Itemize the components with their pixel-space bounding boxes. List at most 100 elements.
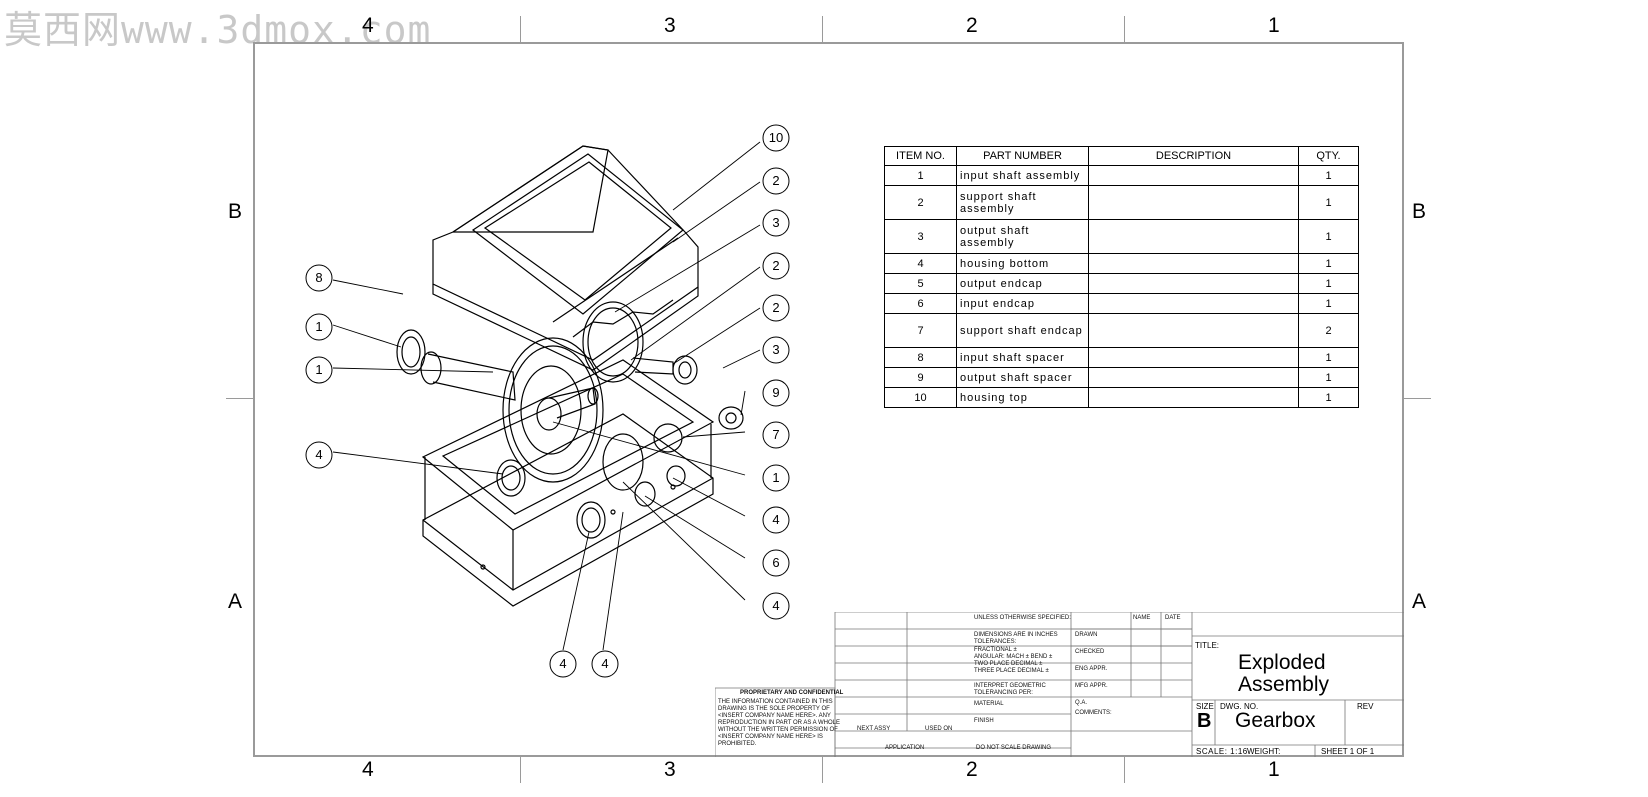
zone-right-a: A bbox=[1412, 590, 1427, 613]
balloon-label: 6 bbox=[772, 555, 779, 570]
balloon bbox=[762, 124, 790, 152]
balloon-label: 10 bbox=[769, 130, 783, 145]
bom-row: 4 housing bottom 1 bbox=[884, 253, 1359, 274]
bom-row: 6 input endcap 1 bbox=[884, 293, 1359, 314]
bom-description bbox=[1088, 165, 1299, 186]
bom-header-row: ITEM NO. PART NUMBER DESCRIPTION QTY. bbox=[884, 146, 1359, 166]
balloon-callouts: 10 2 3 2 2 3 9 7 1 4 6 4 8 1 1 4 4 4 bbox=[305, 124, 790, 678]
tb-three-place: THREE PLACE DECIMAL ± bbox=[974, 668, 1049, 674]
tb-proprietary-line: THE INFORMATION CONTAINED IN THIS bbox=[718, 699, 833, 705]
bom-part-number: input endcap bbox=[956, 293, 1089, 314]
balloon-label: 4 bbox=[772, 512, 779, 527]
bom-item-no: 3 bbox=[884, 219, 957, 254]
bom-description bbox=[1088, 219, 1299, 254]
bom-qty: 1 bbox=[1298, 367, 1359, 388]
tb-used-on: USED ON bbox=[925, 726, 953, 732]
tb-size-value: B bbox=[1197, 710, 1212, 732]
zone-tick bbox=[822, 757, 823, 783]
bom-qty: 1 bbox=[1298, 273, 1359, 294]
tb-proprietary-line: WITHOUT THE WRITTEN PERMISSION OF bbox=[718, 727, 838, 733]
balloon-label: 3 bbox=[772, 215, 779, 230]
drawing-title-line2: Assembly bbox=[1238, 673, 1330, 696]
bom-row: 1 input shaft assembly 1 bbox=[884, 165, 1359, 186]
tb-comments: COMMENTS: bbox=[1075, 710, 1112, 716]
bom-description bbox=[1088, 367, 1299, 388]
title-block-grid bbox=[715, 612, 1404, 757]
tb-next-assy: NEXT ASSY bbox=[857, 726, 891, 732]
bom-description bbox=[1088, 185, 1299, 220]
balloon bbox=[762, 464, 790, 492]
zone-bottom-4: 4 bbox=[362, 758, 374, 781]
tb-proprietary-line: <INSERT COMPANY NAME HERE> IS bbox=[718, 734, 823, 740]
balloon-label: 1 bbox=[315, 319, 322, 334]
tb-do-not-scale: DO NOT SCALE DRAWING bbox=[976, 745, 1052, 751]
tb-eng-appr: ENG APPR. bbox=[1075, 666, 1108, 672]
tb-scale: SCALE: 1:16 bbox=[1196, 747, 1248, 756]
tb-proprietary-title: PROPRIETARY AND CONFIDENTIAL bbox=[740, 690, 844, 696]
bom-part-number: input shaft spacer bbox=[956, 347, 1089, 368]
tb-two-place: TWO PLACE DECIMAL ± bbox=[974, 661, 1043, 667]
tb-finish: FINISH bbox=[974, 718, 994, 724]
tb-qa: Q.A. bbox=[1075, 700, 1088, 706]
balloon bbox=[762, 549, 790, 577]
balloon bbox=[762, 379, 790, 407]
tb-sheet: SHEET 1 OF 1 bbox=[1321, 747, 1375, 756]
balloon bbox=[549, 650, 577, 678]
bom-qty: 1 bbox=[1298, 165, 1359, 186]
bom-qty: 1 bbox=[1298, 387, 1359, 408]
bom-part-number: input shaft assembly bbox=[956, 165, 1089, 186]
tb-proprietary-line: PROHIBITED. bbox=[718, 741, 757, 747]
zone-tick bbox=[822, 16, 823, 42]
tb-proprietary-line: REPRODUCTION IN PART OR AS A WHOLE bbox=[718, 720, 841, 726]
bom-item-no: 10 bbox=[884, 387, 957, 408]
bom-description bbox=[1088, 273, 1299, 294]
balloon-label: 8 bbox=[315, 270, 322, 285]
balloon bbox=[762, 592, 790, 620]
bom-description bbox=[1088, 293, 1299, 314]
housing-bottom bbox=[421, 359, 715, 607]
tb-dwg-no-value: Gearbox bbox=[1235, 709, 1316, 732]
tb-rev-label: REV bbox=[1357, 702, 1374, 711]
bom-item-no: 6 bbox=[884, 293, 957, 314]
bom-row: 2 support shaft assembly 1 bbox=[884, 185, 1359, 220]
tb-checked: CHECKED bbox=[1075, 649, 1105, 655]
balloon-label: 4 bbox=[559, 656, 566, 671]
tb-angular: ANGULAR: MACH ± BEND ± bbox=[974, 654, 1053, 660]
zone-tick bbox=[226, 398, 253, 399]
bom-row: 9 output shaft spacer 1 bbox=[884, 367, 1359, 388]
gear-and-shafts bbox=[396, 301, 744, 539]
tb-size-label: SIZE bbox=[1196, 702, 1214, 711]
balloon bbox=[591, 650, 619, 678]
zone-bottom-1: 1 bbox=[1268, 758, 1280, 781]
balloon-label: 2 bbox=[772, 300, 779, 315]
zone-top-1: 1 bbox=[1268, 14, 1280, 37]
bom-description bbox=[1088, 347, 1299, 368]
bom-header-item-no: ITEM NO. bbox=[884, 146, 957, 166]
zone-tick bbox=[1124, 757, 1125, 783]
zone-left-b: B bbox=[228, 200, 243, 223]
zone-top-3: 3 bbox=[664, 14, 676, 37]
zone-tick bbox=[1124, 16, 1125, 42]
bom-row: 8 input shaft spacer 1 bbox=[884, 347, 1359, 368]
tb-tolerances: TOLERANCES: bbox=[974, 639, 1017, 645]
zone-left-a: A bbox=[228, 590, 243, 613]
bom-item-no: 1 bbox=[884, 165, 957, 186]
balloon bbox=[762, 506, 790, 534]
bill-of-materials-table: ITEM NO. PART NUMBER DESCRIPTION QTY. 1 … bbox=[884, 146, 1359, 408]
watermark-text: 莫西网www.3dmox.com bbox=[4, 8, 432, 52]
balloon-label: 4 bbox=[601, 656, 608, 671]
bom-qty: 1 bbox=[1298, 219, 1359, 254]
leader-lines bbox=[332, 141, 761, 651]
bom-part-number: output shaft assembly bbox=[956, 219, 1089, 254]
bom-item-no: 5 bbox=[884, 273, 957, 294]
zone-bottom-3: 3 bbox=[664, 758, 676, 781]
zone-top-2: 2 bbox=[966, 14, 978, 37]
tb-mfg-appr: MFG APPR. bbox=[1075, 683, 1108, 689]
tb-weight: WEIGHT: bbox=[1247, 747, 1281, 756]
tb-drawn: DRAWN bbox=[1075, 632, 1098, 638]
balloon bbox=[305, 356, 333, 384]
balloon bbox=[305, 264, 333, 292]
bom-row: 7 support shaft endcap 2 bbox=[884, 313, 1359, 348]
bom-description bbox=[1088, 313, 1299, 348]
balloon bbox=[762, 421, 790, 449]
